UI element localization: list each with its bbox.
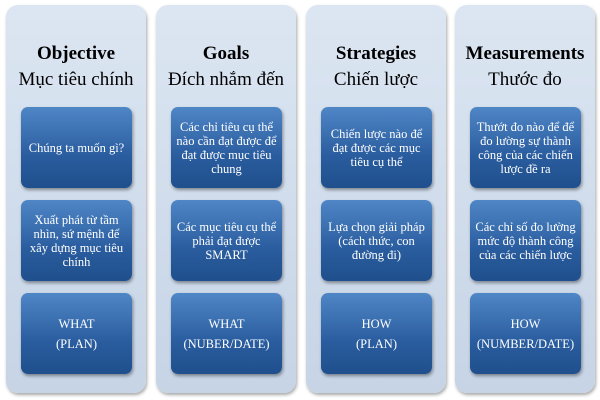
column-title: Goals [202, 43, 250, 64]
box-description: Các mục tiêu cụ thể phải đạt được SMART [171, 200, 282, 281]
box-description: Các chỉ số đo lường mức độ thành công củ… [470, 200, 581, 281]
box-question: Chúng ta muốn gì? [21, 107, 132, 188]
box-type-label: HOW [510, 316, 541, 331]
box-type-label: WHAT [208, 316, 245, 331]
box-type: HOW (NUMBER/DATE) [470, 293, 581, 374]
box-question: Chiến lược nào để đạt được các mục tiêu … [321, 107, 432, 188]
box-description: Xuất phát từ tầm nhìn, sứ mệnh để xây dự… [21, 200, 132, 281]
box-type-detail: (NUMBER/DATE) [476, 336, 575, 351]
box-type: WHAT (PLAN) [21, 293, 132, 374]
column-subtitle: Đích nhắm đến [167, 69, 285, 90]
column-subtitle: Thước đo [488, 69, 562, 90]
box-description: Lựa chọn giải pháp (cách thức, con đường… [321, 200, 432, 281]
column-subtitle: Mục tiêu chính [18, 69, 134, 90]
column-measurements: Measurements Thước đo Thướt đo nào để để… [455, 5, 595, 393]
column-title: Measurements [465, 43, 585, 64]
box-type-detail: (PLAN) [56, 336, 97, 351]
column-title: Objective [36, 43, 116, 64]
column-subtitle: Chiến lược [333, 69, 419, 90]
box-type: WHAT (NUBER/DATE) [171, 293, 282, 374]
box-type: HOW (PLAN) [321, 293, 432, 374]
column-title: Strategies [335, 43, 417, 64]
box-question: Thướt đo nào để để đo lường sự thành côn… [470, 107, 581, 188]
column-strategies: Strategies Chiến lược Chiến lược nào để … [306, 5, 446, 393]
box-type-detail: (PLAN) [356, 336, 397, 351]
box-type-label: WHAT [58, 316, 95, 331]
column-goals: Goals Đích nhắm đến Các chỉ tiêu cụ thể … [156, 5, 296, 393]
box-question: Các chỉ tiêu cụ thể nào cần đạt được để … [171, 107, 282, 188]
column-objective: Objective Mục tiêu chính Chúng ta muốn g… [6, 5, 146, 393]
box-type-detail: (NUBER/DATE) [183, 336, 270, 351]
box-type-label: HOW [361, 316, 392, 331]
